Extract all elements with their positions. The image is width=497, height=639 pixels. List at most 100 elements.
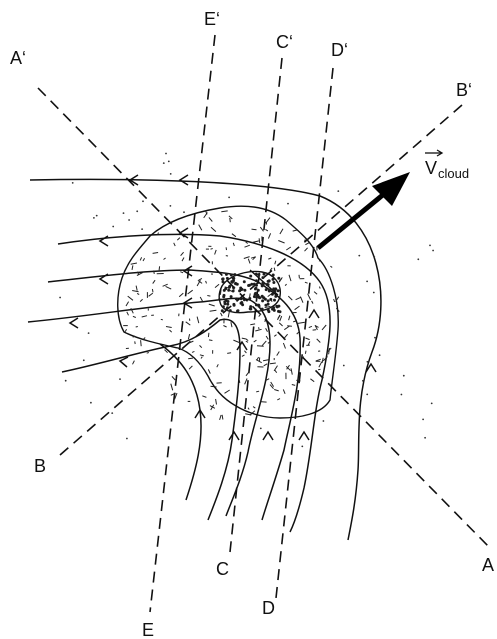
texture-mark [215, 250, 217, 255]
texture-mark [200, 345, 202, 347]
texture-mark [287, 326, 292, 327]
background-dot [136, 210, 138, 212]
texture-mark [264, 364, 268, 366]
texture-mark [334, 299, 335, 302]
texture-mark [245, 379, 248, 385]
core-stipple [256, 284, 258, 286]
texture-mark [245, 414, 251, 415]
arrowhead [180, 175, 188, 185]
label-a-prime: A‘ [10, 48, 26, 68]
texture-mark [308, 294, 311, 300]
texture-mark [215, 284, 219, 287]
texture-mark [260, 227, 263, 231]
texture-mark [188, 334, 189, 339]
background-dot [432, 250, 434, 252]
core-stipple [255, 304, 257, 306]
background-dot [93, 217, 95, 219]
texture-mark [277, 399, 280, 400]
texture-mark [171, 384, 173, 391]
texture-mark [293, 321, 296, 322]
label-b: B [34, 456, 46, 476]
texture-mark [246, 371, 249, 376]
texture-mark [289, 275, 291, 281]
texture-mark [164, 258, 166, 260]
core-stipple [255, 273, 257, 275]
texture-mark [289, 316, 290, 321]
background-dot [119, 378, 121, 380]
background-dot [417, 258, 419, 260]
background-dot [367, 361, 369, 363]
texture-mark [222, 415, 223, 420]
background-dot [373, 256, 375, 258]
texture-mark [136, 327, 138, 328]
texture-mark [266, 328, 268, 332]
texture-mark [300, 297, 303, 303]
texture-mark [127, 312, 129, 316]
texture-mark [159, 266, 160, 270]
texture-mark [305, 338, 309, 340]
core-stipple [274, 290, 276, 292]
core-stipple [254, 288, 256, 290]
core-stipple [223, 294, 225, 296]
texture-mark [330, 266, 332, 267]
texture-mark [257, 346, 264, 347]
texture-mark [182, 258, 184, 262]
core-stipple [229, 310, 231, 312]
texture-mark [126, 302, 129, 306]
background-dot [170, 173, 172, 175]
cut-lines [38, 35, 490, 612]
core-stipple [249, 308, 251, 310]
background-dot [401, 394, 403, 396]
core-stipple [233, 303, 235, 305]
texture-mark [296, 380, 300, 381]
texture-mark [233, 340, 239, 343]
core-stipple [262, 282, 264, 284]
core-stipple [232, 277, 234, 279]
texture-mark [140, 257, 141, 260]
core-stipple [222, 306, 224, 308]
core-stipple [235, 298, 237, 300]
texture-mark [230, 218, 231, 222]
texture-mark [309, 326, 312, 327]
texture-mark [248, 259, 250, 264]
core-stipple [222, 278, 224, 280]
texture-mark [317, 339, 321, 343]
texture-mark [166, 327, 172, 328]
field-line-6 [160, 344, 201, 500]
core-stipple [226, 277, 228, 279]
core-stipple [249, 284, 251, 286]
texture-mark [220, 289, 221, 295]
texture-mark [319, 362, 322, 368]
core-stipple [263, 297, 265, 299]
label-c-prime: C‘ [276, 32, 293, 52]
texture-mark [180, 272, 183, 273]
core-stipple [233, 287, 235, 289]
texture-mark [154, 271, 155, 274]
texture-mark [208, 369, 210, 373]
arrowhead [229, 432, 239, 440]
texture-mark [305, 351, 306, 354]
texture-mark [188, 358, 193, 359]
background-dot [429, 245, 431, 247]
label-e-prime: E‘ [204, 9, 220, 29]
core-stipple [254, 293, 256, 295]
texture-mark [177, 238, 180, 241]
texture-mark [149, 293, 153, 296]
background-dot [142, 200, 144, 202]
background-dot [366, 394, 368, 396]
core-stipple [272, 308, 274, 310]
background-dot [260, 428, 262, 430]
texture-mark [189, 366, 192, 369]
velocity-subscript: cloud [438, 166, 469, 181]
core-stipple [222, 281, 224, 283]
arrowhead [120, 357, 128, 367]
background-dot [329, 384, 331, 386]
texture-mark [286, 247, 291, 250]
background-dot [112, 226, 114, 228]
background-dot [337, 190, 339, 192]
background-dot [287, 203, 289, 205]
core-stipple [250, 275, 252, 277]
background-dot [374, 337, 376, 339]
texture-mark [279, 323, 282, 326]
